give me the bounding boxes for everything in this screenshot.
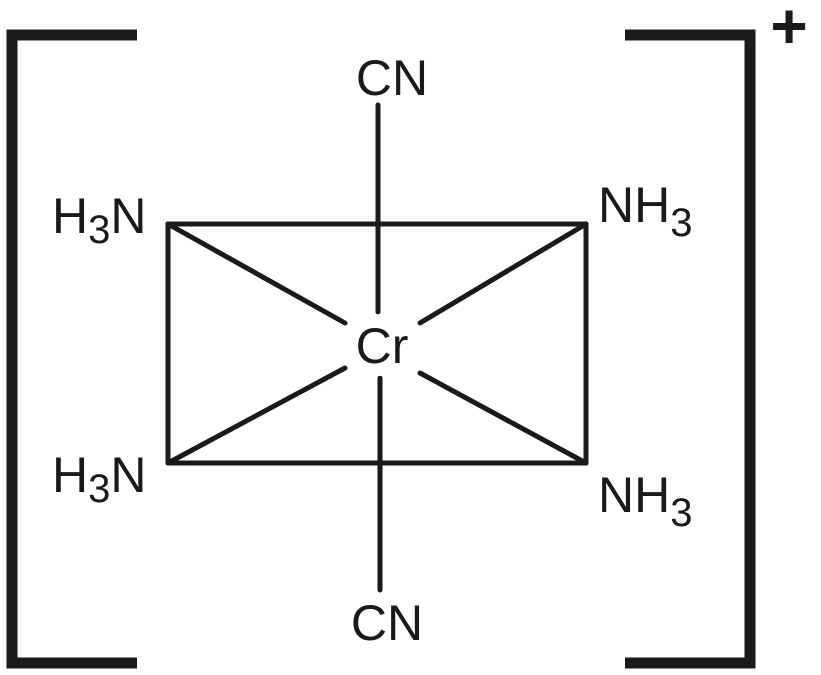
right-bracket <box>625 29 756 669</box>
ligand-lower-left-subscript: 3 <box>88 467 110 511</box>
ligand-lower-right-subscript: 3 <box>670 491 692 535</box>
ligand-bottom-label: CN <box>351 595 423 651</box>
ligand-lower-left-main: H <box>52 447 88 503</box>
ligand-top-label: CN <box>356 50 428 106</box>
ligand-upper-left-subscript: 3 <box>88 208 110 252</box>
ligand-lower-left-label: H3N <box>52 447 146 511</box>
ligand-upper-left-tail: N <box>110 188 146 244</box>
central-atom-label: Cr <box>356 318 409 374</box>
ligand-upper-left-label: H3N <box>52 188 146 252</box>
bond-cr-lower-right <box>417 370 589 466</box>
left-bracket <box>6 29 137 669</box>
ligand-upper-right-label: NH3 <box>598 177 692 245</box>
ligand-lower-right-label: NH3 <box>598 467 692 535</box>
bond-cr-upper-right <box>417 221 589 326</box>
bond-cr-upper-left <box>165 221 348 326</box>
ligand-lower-right-main: NH <box>598 467 670 523</box>
ligand-upper-right-main: NH <box>598 177 670 233</box>
bond-cr-lower-left <box>165 365 348 466</box>
ligand-upper-right-subscript: 3 <box>670 201 692 245</box>
ligand-lower-left-tail: N <box>110 447 146 503</box>
ligand-upper-left-main: H <box>52 188 88 244</box>
complex-charge: + <box>770 0 807 62</box>
central-atom-background <box>351 314 413 376</box>
